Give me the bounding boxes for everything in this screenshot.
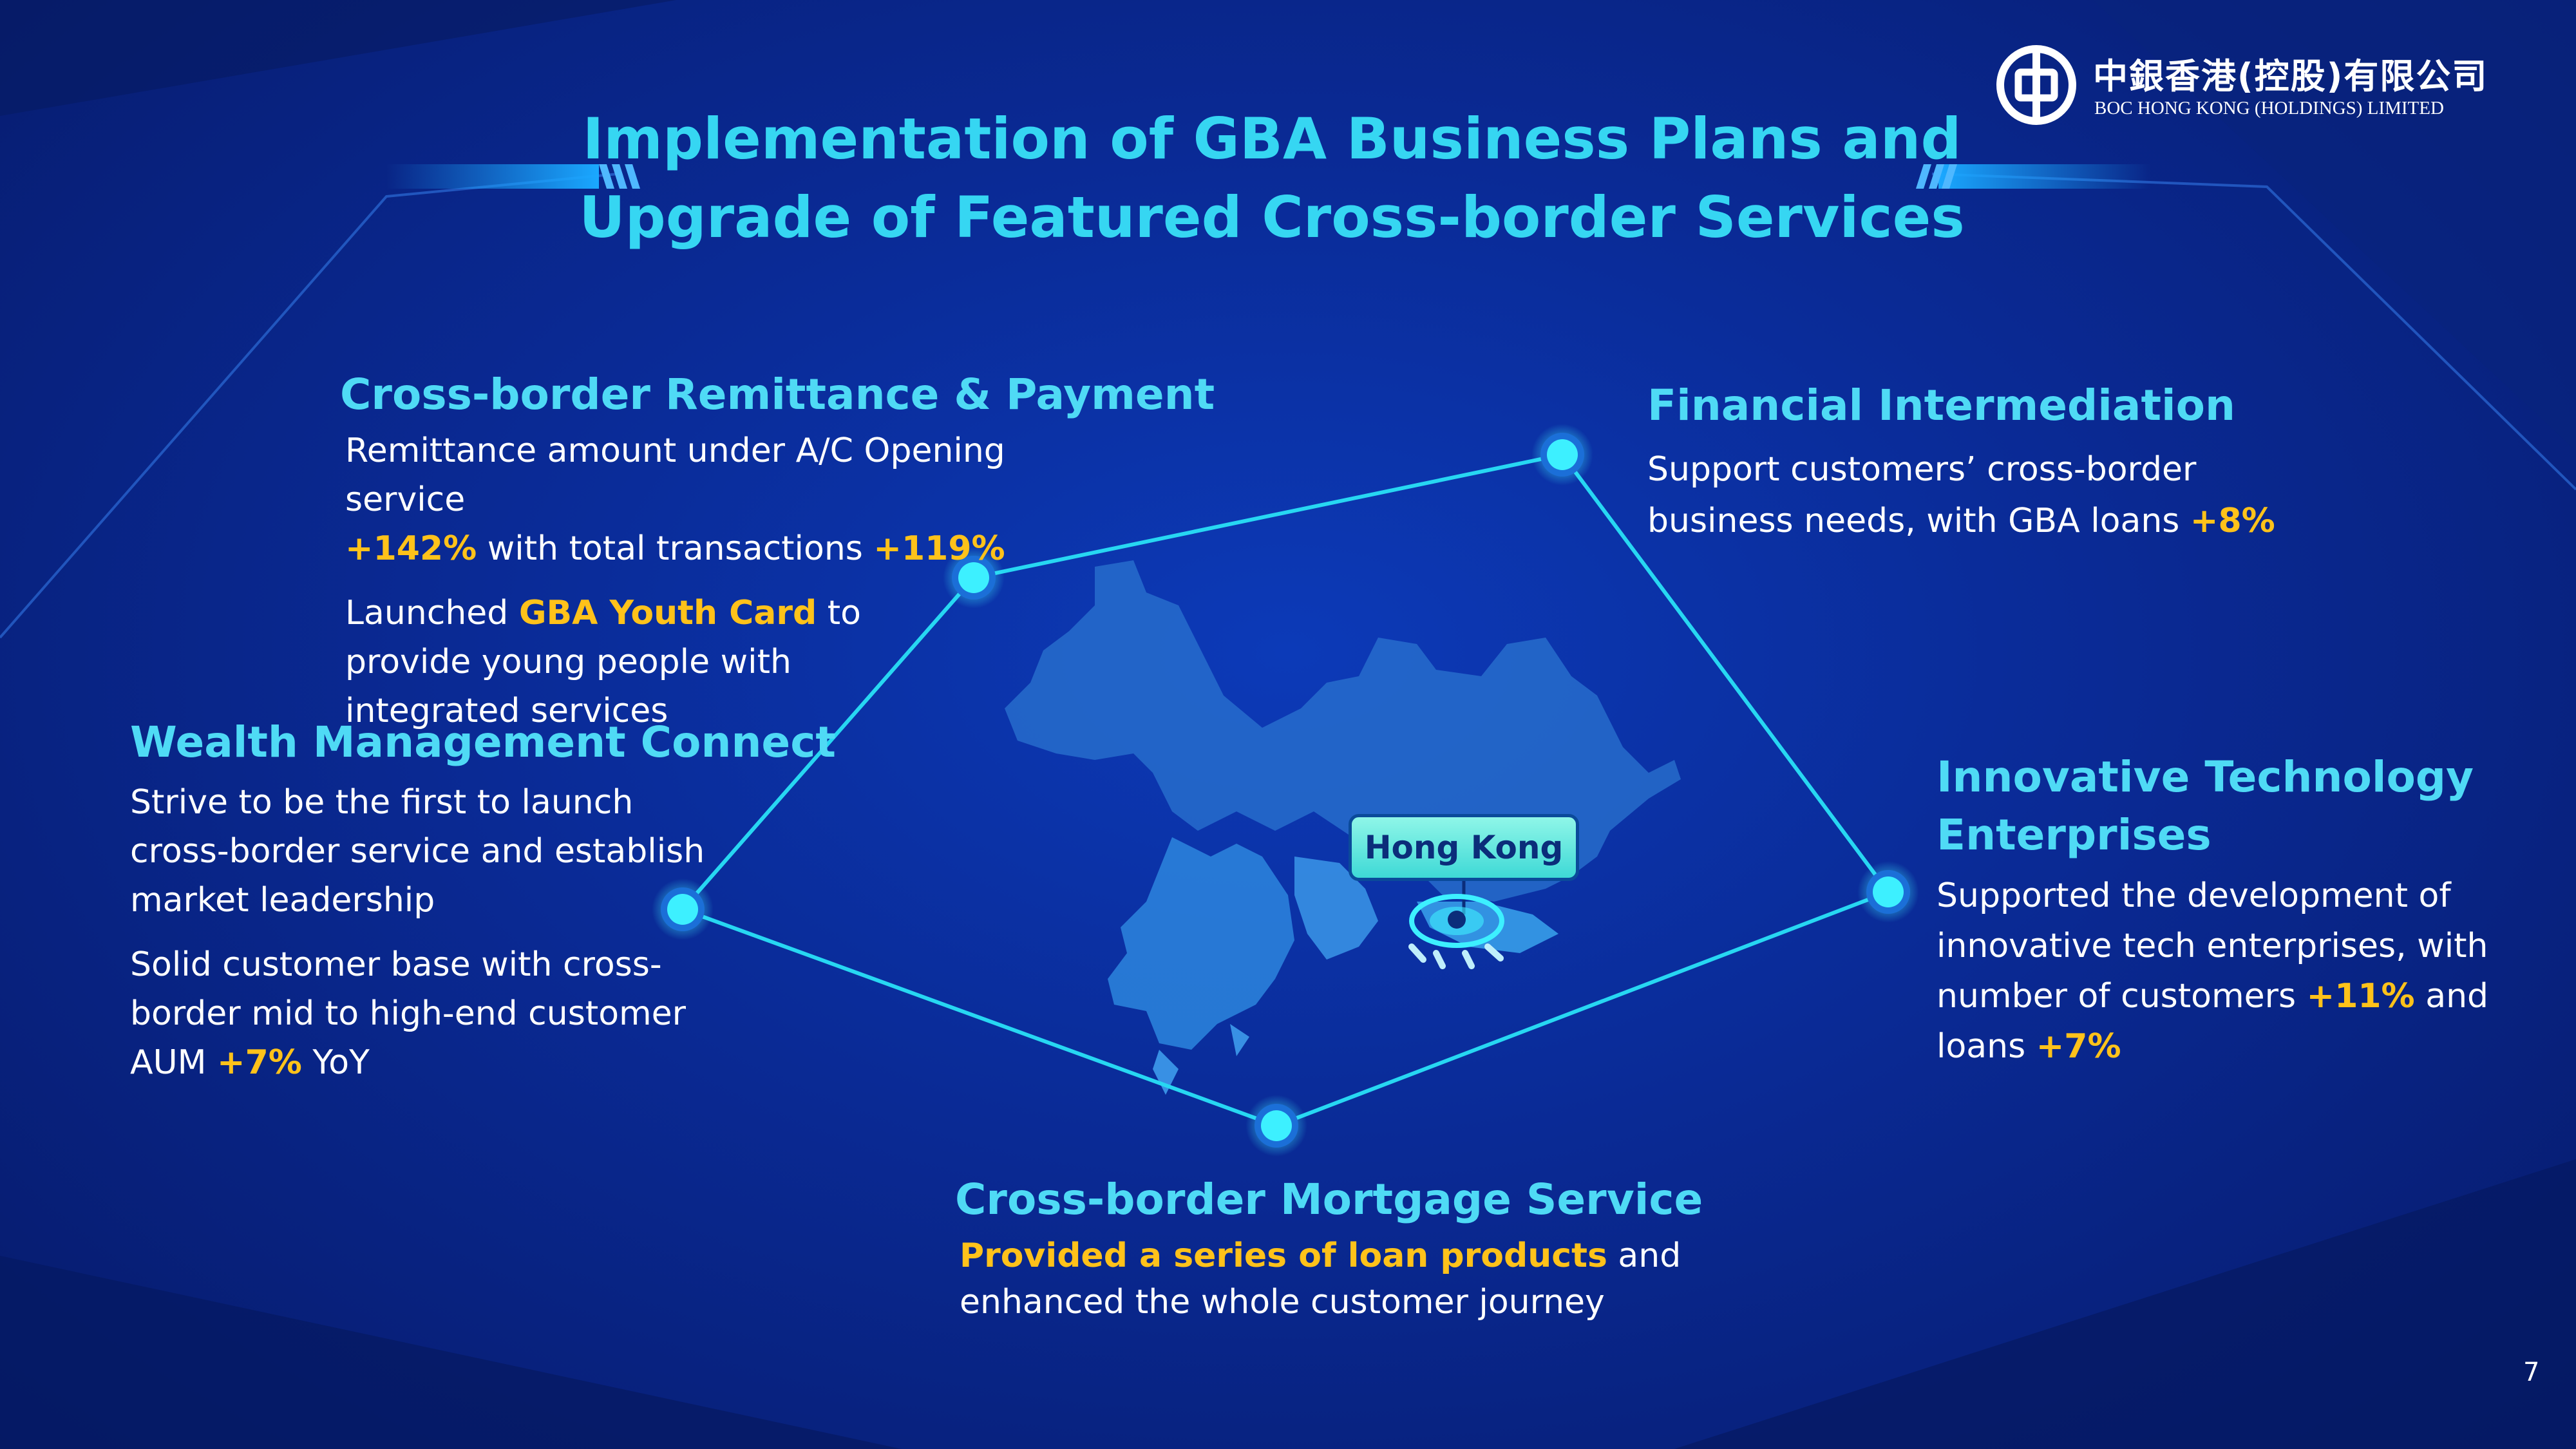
innovative-text-1: Supported the development of innovative …: [1937, 876, 2488, 1016]
innovative-stat-11: +11%: [2306, 977, 2415, 1016]
title-line-1: Implementation of GBA Business Plans and: [582, 106, 1962, 172]
financial-heading: Financial Intermediation: [1647, 381, 2235, 430]
hong-kong-label: Hong Kong: [1349, 814, 1579, 881]
remittance-stat-142: +142%: [345, 529, 477, 568]
remittance-text-3: Launched: [345, 594, 519, 632]
innovative-heading-line-2: Enterprises: [1937, 810, 2211, 860]
logo-chinese-name: 中銀香港(控股)有限公司: [2093, 56, 2488, 97]
boc-logo-icon: [1996, 45, 2076, 125]
financial-stat-8: +8%: [2190, 502, 2275, 540]
wealth-paragraph-2: Solid customer base with cross-border mi…: [130, 940, 710, 1087]
hk-pin: [1408, 876, 1504, 969]
mortgage-heading: Cross-border Mortgage Service: [955, 1175, 1703, 1224]
company-logo: 中銀香港(控股)有限公司 BOC HONG KONG (HOLDINGS) LI…: [1996, 45, 2512, 142]
section-financial: Financial Intermediation Support custome…: [1647, 377, 2330, 547]
mortgage-text-1: and enhanced the whole customer journey: [960, 1236, 1681, 1321]
remittance-paragraph-1: Remittance amount under A/C Opening serv…: [345, 426, 1087, 573]
wealth-paragraph-1: Strive to be the first to launch cross-b…: [130, 783, 705, 920]
remittance-text-4: to provide young people with integrated …: [345, 594, 861, 730]
node-innovative: [1857, 861, 1919, 923]
remittance-paragraph-2: Launched GBA Youth Card to provide young…: [345, 589, 963, 735]
financial-paragraph-1: Support customers’ cross-border business…: [1647, 444, 2330, 547]
remittance-stat-119: +119%: [873, 529, 1005, 568]
remittance-heading: Cross-border Remittance & Payment: [340, 370, 1215, 419]
node-remittance: [943, 547, 1005, 609]
innovative-text-2: and loans: [1937, 977, 2489, 1066]
innovative-paragraph-1: Supported the development of innovative …: [1937, 871, 2490, 1072]
wealth-text-2: YoY: [301, 1043, 370, 1082]
gba-map: [1005, 560, 1681, 1095]
loan-products-highlight: Provided a series of loan products: [960, 1236, 1607, 1275]
node-financial: [1531, 424, 1593, 486]
logo-english-name: BOC HONG KONG (HOLDINGS) LIMITED: [2094, 98, 2444, 118]
page-title: Implementation of GBA Business Plans and…: [547, 100, 1996, 257]
page-number: 7: [2523, 1358, 2540, 1387]
wealth-heading: Wealth Management Connect: [130, 717, 836, 767]
mortgage-paragraph-1: Provided a series of loan products and e…: [960, 1233, 1732, 1325]
section-wealth: Wealth Management Connect Strive to be t…: [130, 714, 836, 1103]
section-innovative: Innovative Technology Enterprises Suppor…: [1937, 748, 2490, 1072]
section-remittance: Cross-border Remittance & Payment Remitt…: [340, 366, 1215, 751]
innovative-heading-line-1: Innovative Technology: [1937, 752, 2474, 802]
remittance-text-2: with total transactions: [477, 529, 874, 568]
network-nodes: [652, 424, 1919, 1157]
gba-youth-card-highlight: GBA Youth Card: [518, 594, 817, 632]
financial-text-1: Support customers’ cross-border business…: [1647, 450, 2197, 540]
remittance-text-1: Remittance amount under A/C Opening serv…: [345, 431, 1005, 519]
node-wealth: [652, 878, 714, 940]
section-mortgage: Cross-border Mortgage Service Provided a…: [955, 1171, 1792, 1325]
wealth-stat-7: +7%: [217, 1043, 302, 1082]
title-line-2: Upgrade of Featured Cross-border Service…: [579, 184, 1965, 251]
innovative-heading: Innovative Technology Enterprises: [1937, 748, 2490, 864]
network-lines: [679, 452, 1891, 1128]
node-mortgage: [1245, 1095, 1307, 1157]
wealth-text-1: Solid customer base with cross-border mi…: [130, 945, 687, 1082]
innovative-stat-7: +7%: [2036, 1027, 2121, 1066]
